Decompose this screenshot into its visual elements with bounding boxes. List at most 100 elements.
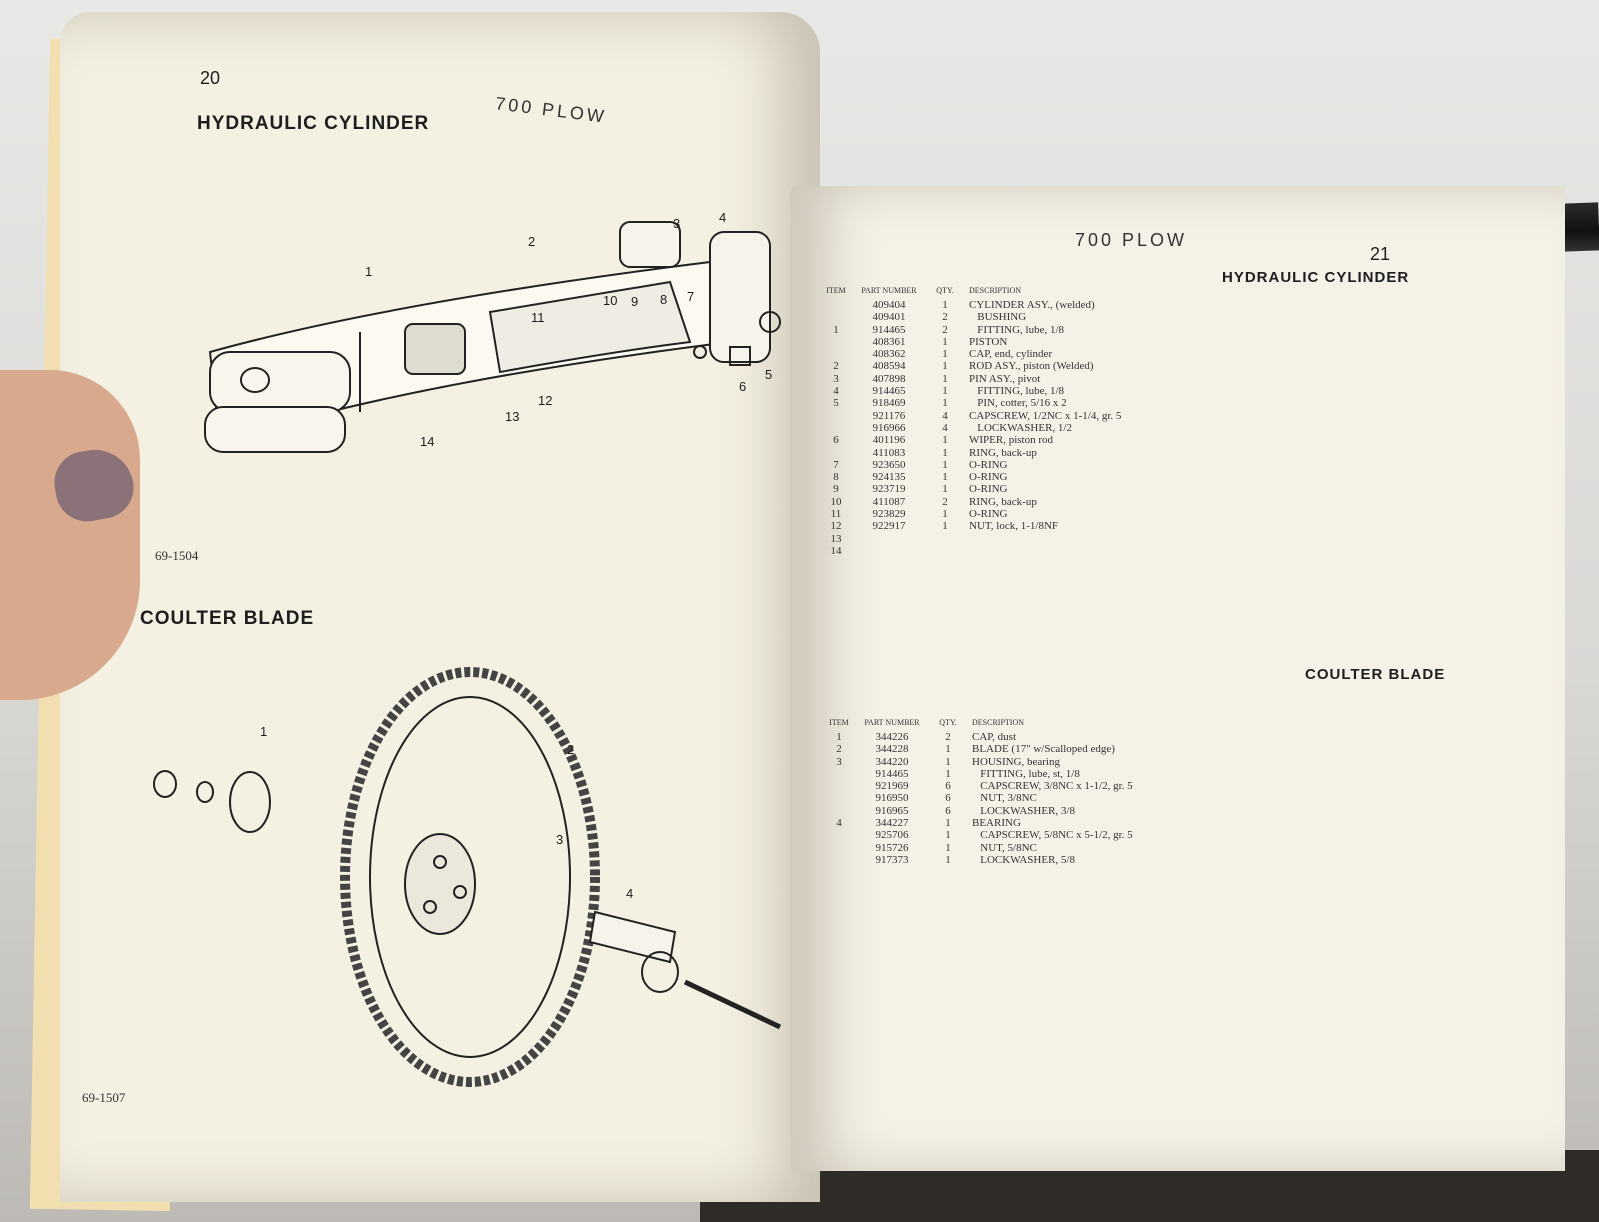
figure1-code: 69-1504	[155, 548, 199, 563]
cyl-item	[815, 336, 857, 348]
table-row: 14	[815, 545, 1265, 557]
coulter-blade-drawing	[153, 667, 782, 1087]
blade-desc: BEARING	[972, 817, 1021, 830]
col-desc: DESCRIPTION	[969, 286, 1022, 295]
blade-item	[818, 780, 860, 792]
blade-part: 921969	[875, 780, 909, 793]
hydraulic-cylinder-drawing	[204, 221, 781, 453]
cyl-desc	[969, 533, 1265, 545]
blade-item	[818, 842, 860, 854]
blade-part: 917373	[875, 853, 909, 866]
cyl-desc: O-RING	[969, 508, 1008, 521]
col-item: ITEM	[826, 286, 846, 295]
cyl-part: 918469	[872, 397, 906, 410]
right-hydraulic-title: HYDRAULIC CYLINDER	[1222, 269, 1410, 286]
cyl-item: 1	[833, 323, 839, 336]
cyl-qty: 1	[942, 471, 948, 484]
table-row: 13	[815, 533, 1265, 545]
col-qty: QTY.	[939, 718, 957, 727]
blade-callout-4: 4	[626, 886, 634, 901]
blade-item: 1	[836, 731, 842, 743]
blade-qty: 1	[945, 841, 951, 854]
cyl-item	[815, 410, 857, 422]
cyl-qty: 1	[942, 348, 948, 361]
left-hydraulic-title: HYDRAULIC CYLINDER	[197, 113, 430, 134]
cyl-desc: PIN, cotter, 5/16 x 2	[969, 397, 1067, 410]
right-page-number: 21	[1370, 244, 1391, 264]
cyl-qty: 1	[942, 335, 948, 348]
blade-callout-1: 1	[260, 724, 268, 739]
blade-desc: CAPSCREW, 5/8NC x 5-1/2, gr. 5	[972, 829, 1133, 842]
cyl-item: 7	[833, 458, 839, 471]
cyl-callout-3: 3	[673, 216, 681, 231]
hand	[0, 370, 140, 700]
blade-qty: 6	[945, 780, 951, 793]
cyl-desc: WIPER, piston rod	[969, 434, 1054, 447]
cyl-desc: CAP, end, cylinder	[969, 348, 1053, 361]
blade-item	[818, 768, 860, 780]
cyl-qty: 4	[942, 409, 948, 422]
blade-desc: HOUSING, bearing	[972, 755, 1060, 768]
cyl-part: 407898	[872, 372, 906, 385]
cyl-part: 408594	[872, 360, 906, 373]
blade-item: 2	[836, 743, 842, 756]
blade-qty: 1	[945, 755, 951, 768]
cyl-part	[857, 533, 921, 545]
cyl-part: 409404	[872, 299, 906, 311]
blade-item	[818, 829, 860, 841]
cyl-callout-7: 7	[687, 289, 695, 304]
blade-callout-2: 2	[567, 742, 575, 757]
blade-part: 344228	[875, 743, 909, 756]
cyl-desc: CYLINDER ASY., (welded)	[969, 299, 1095, 311]
cyl-qty: 1	[942, 397, 948, 410]
blade-desc: LOCKWASHER, 5/8	[972, 853, 1075, 866]
cyl-callout-6: 6	[739, 379, 747, 394]
cyl-part: 923650	[872, 458, 906, 471]
cyl-item: 14	[830, 544, 842, 557]
cyl-part: 924135	[872, 471, 906, 484]
cyl-qty	[921, 533, 969, 545]
cyl-item	[815, 422, 857, 434]
blade-part: 914465	[875, 767, 909, 780]
cyl-callout-12: 12	[538, 393, 553, 408]
cyl-qty: 2	[942, 311, 948, 324]
blade-item: 4	[836, 817, 842, 830]
blade-item	[818, 792, 860, 804]
blade-part: 925706	[875, 829, 909, 842]
blade-desc: BLADE (17" w/Scalloped edge)	[972, 743, 1115, 756]
blade-item	[818, 805, 860, 817]
left-coulter-title: COULTER BLADE	[140, 608, 315, 629]
cyl-desc: BUSHING	[969, 311, 1027, 324]
blade-desc: FITTING, lube, st, 1/8	[972, 767, 1080, 780]
col-item: ITEM	[829, 718, 849, 727]
cyl-desc	[969, 545, 1265, 557]
cyl-item: 6	[833, 434, 839, 447]
cyl-qty: 1	[942, 458, 948, 471]
cyl-qty: 2	[942, 495, 948, 508]
blade-desc: CAPSCREW, 3/8NC x 1-1/2, gr. 5	[972, 780, 1133, 793]
cyl-part: 923829	[872, 508, 906, 521]
cyl-part: 922917	[872, 520, 906, 533]
blade-desc: LOCKWASHER, 3/8	[972, 804, 1075, 817]
blade-part: 344220	[875, 755, 909, 768]
blade-qty: 6	[945, 804, 951, 817]
cyl-callout-8: 8	[660, 292, 668, 307]
cyl-item: 12	[830, 520, 842, 533]
blade-desc: NUT, 3/8NC	[972, 792, 1037, 805]
